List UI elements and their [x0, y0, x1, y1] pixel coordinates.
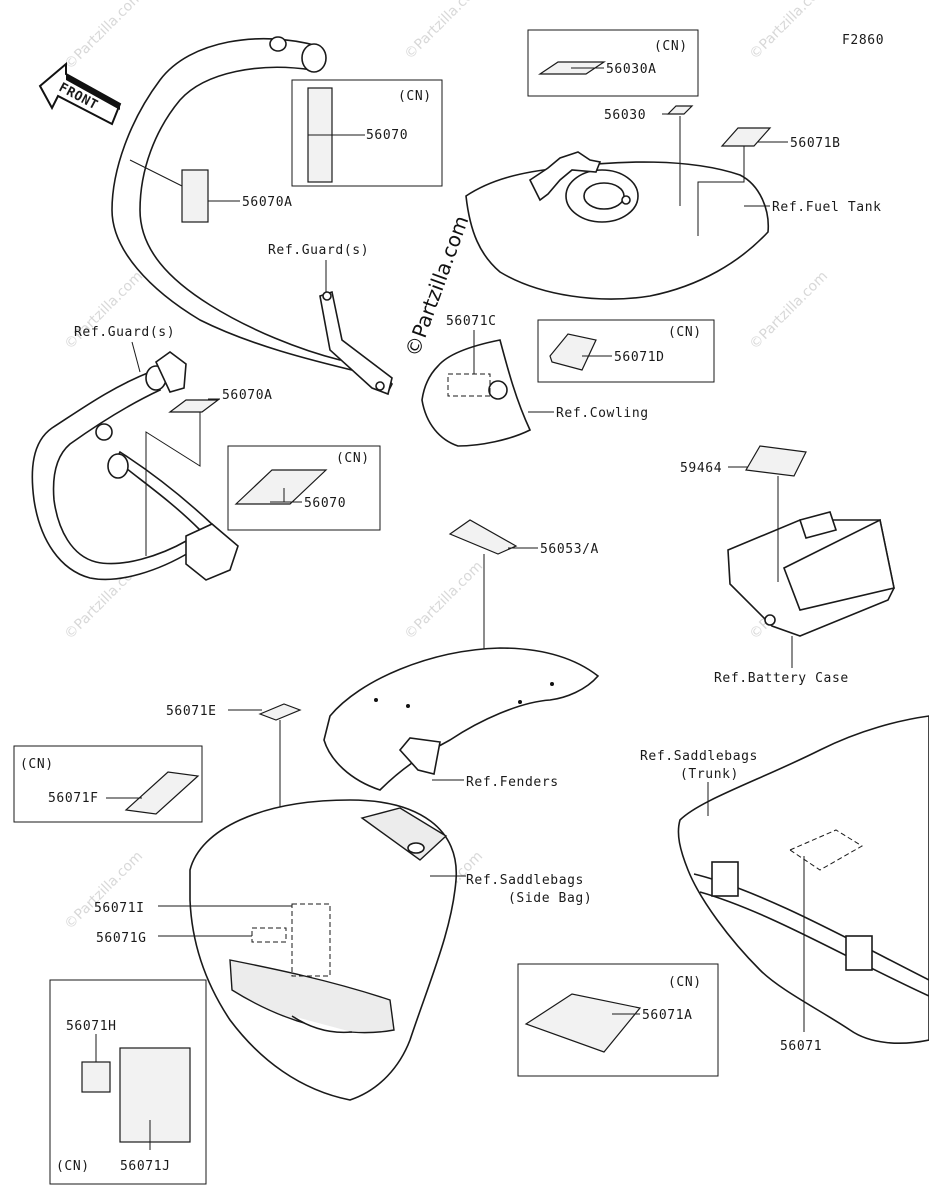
cn-box-56070 — [291, 79, 443, 187]
label-decal-56071H — [81, 1061, 111, 1093]
callout-56071H: 56071H — [66, 1019, 117, 1034]
callout-56071G: 56071G — [96, 931, 147, 946]
callout-56071J: 56071J — [120, 1159, 171, 1174]
cn-box-56071H-J — [49, 979, 207, 1185]
watermark: ©Partzilla.com — [747, 268, 832, 353]
callout-56071B: 56071B — [790, 136, 841, 151]
cn-tag: (CN) — [654, 39, 688, 54]
label-decal-56071F — [124, 771, 200, 815]
callout-56071C: 56071C — [446, 314, 497, 329]
figure-code: F2860 — [842, 33, 884, 48]
cn-tag: (CN) — [398, 89, 432, 104]
callout-56071I: 56071I — [94, 901, 145, 916]
label-decal-56071A — [524, 993, 642, 1053]
cn-box-56071A — [517, 963, 719, 1077]
label-decal-59464 — [745, 445, 807, 477]
label-decal-56053A — [448, 519, 518, 555]
watermark: ©Partzilla.com — [402, 558, 487, 643]
callout-56071-trunk: 56071 — [780, 1039, 822, 1054]
label-decal-56071D — [549, 333, 597, 371]
front-arrow-icon: FRONT — [38, 61, 122, 126]
callout-56070A: 56070A — [242, 195, 293, 210]
fender-illustration — [323, 647, 600, 791]
cn-box-56030A — [527, 29, 699, 97]
label-decal-56030 — [666, 105, 694, 115]
cn-box-56071F — [13, 745, 203, 823]
cn-tag: (CN) — [668, 975, 702, 990]
watermark: ©Partzilla.com — [62, 268, 147, 353]
ref-cowling-label: Ref.Cowling — [556, 406, 649, 421]
callout-56071F: 56071F — [48, 791, 99, 806]
ref-guards-label: Ref.Guard(s) — [268, 243, 369, 258]
watermark: ©Partzilla.com — [62, 848, 147, 933]
cn-tag: (CN) — [56, 1159, 90, 1174]
ref-saddlebags-trunk-label: Ref.Saddlebags — [640, 749, 758, 764]
ref-guards-left-label: Ref.Guard(s) — [74, 325, 175, 340]
watermark: ©Partzilla.com — [402, 0, 487, 63]
watermark: ©Partzilla.com — [62, 0, 147, 73]
callout-56070A-left: 56070A — [222, 388, 273, 403]
cn-box-56071D — [537, 319, 715, 383]
ref-fenders-label: Ref.Fenders — [466, 775, 559, 790]
rear-guard-illustration — [31, 351, 239, 581]
ref-saddlebags-side-label: Ref.Saddlebags — [466, 873, 584, 888]
callout-56070: 56070 — [366, 128, 408, 143]
front-guard-illustration — [111, 36, 393, 396]
fuel-tank-illustration — [465, 151, 770, 300]
callout-56030: 56030 — [604, 108, 646, 123]
ref-saddlebags-side-sublabel: (Side Bag) — [508, 891, 592, 906]
cowling-illustration — [421, 339, 532, 447]
callout-59464: 59464 — [680, 461, 722, 476]
watermark-logo: ©Partzilla.com — [400, 212, 473, 359]
callout-56071D: 56071D — [614, 350, 665, 365]
callout-56030A: 56030A — [606, 62, 657, 77]
ref-fuel-tank-label: Ref.Fuel Tank — [772, 200, 882, 215]
callout-56071A: 56071A — [642, 1008, 693, 1023]
leader-line — [129, 159, 183, 187]
callout-56071E: 56071E — [166, 704, 217, 719]
label-decal-56070A — [181, 169, 209, 223]
label-decal-56071E — [258, 703, 302, 721]
callout-56070-mid: 56070 — [304, 496, 346, 511]
watermark: ©Partzilla.com — [747, 0, 832, 63]
label-decal-56070A-left — [168, 399, 220, 413]
label-decal-56071B — [720, 127, 772, 147]
cn-tag: (CN) — [20, 757, 54, 772]
label-decal-56070-mid — [234, 469, 328, 505]
cn-box-56070-mid — [227, 445, 381, 531]
cn-tag: (CN) — [336, 451, 370, 466]
label-decal-56071J — [119, 1047, 191, 1143]
callout-56053A: 56053/A — [540, 542, 599, 557]
battery-case-illustration — [727, 511, 895, 637]
ref-battery-case-label: Ref.Battery Case — [714, 671, 849, 686]
cn-tag: (CN) — [668, 325, 702, 340]
side-saddlebag-illustration — [189, 799, 457, 1101]
ref-saddlebags-trunk-sublabel: (Trunk) — [680, 767, 739, 782]
